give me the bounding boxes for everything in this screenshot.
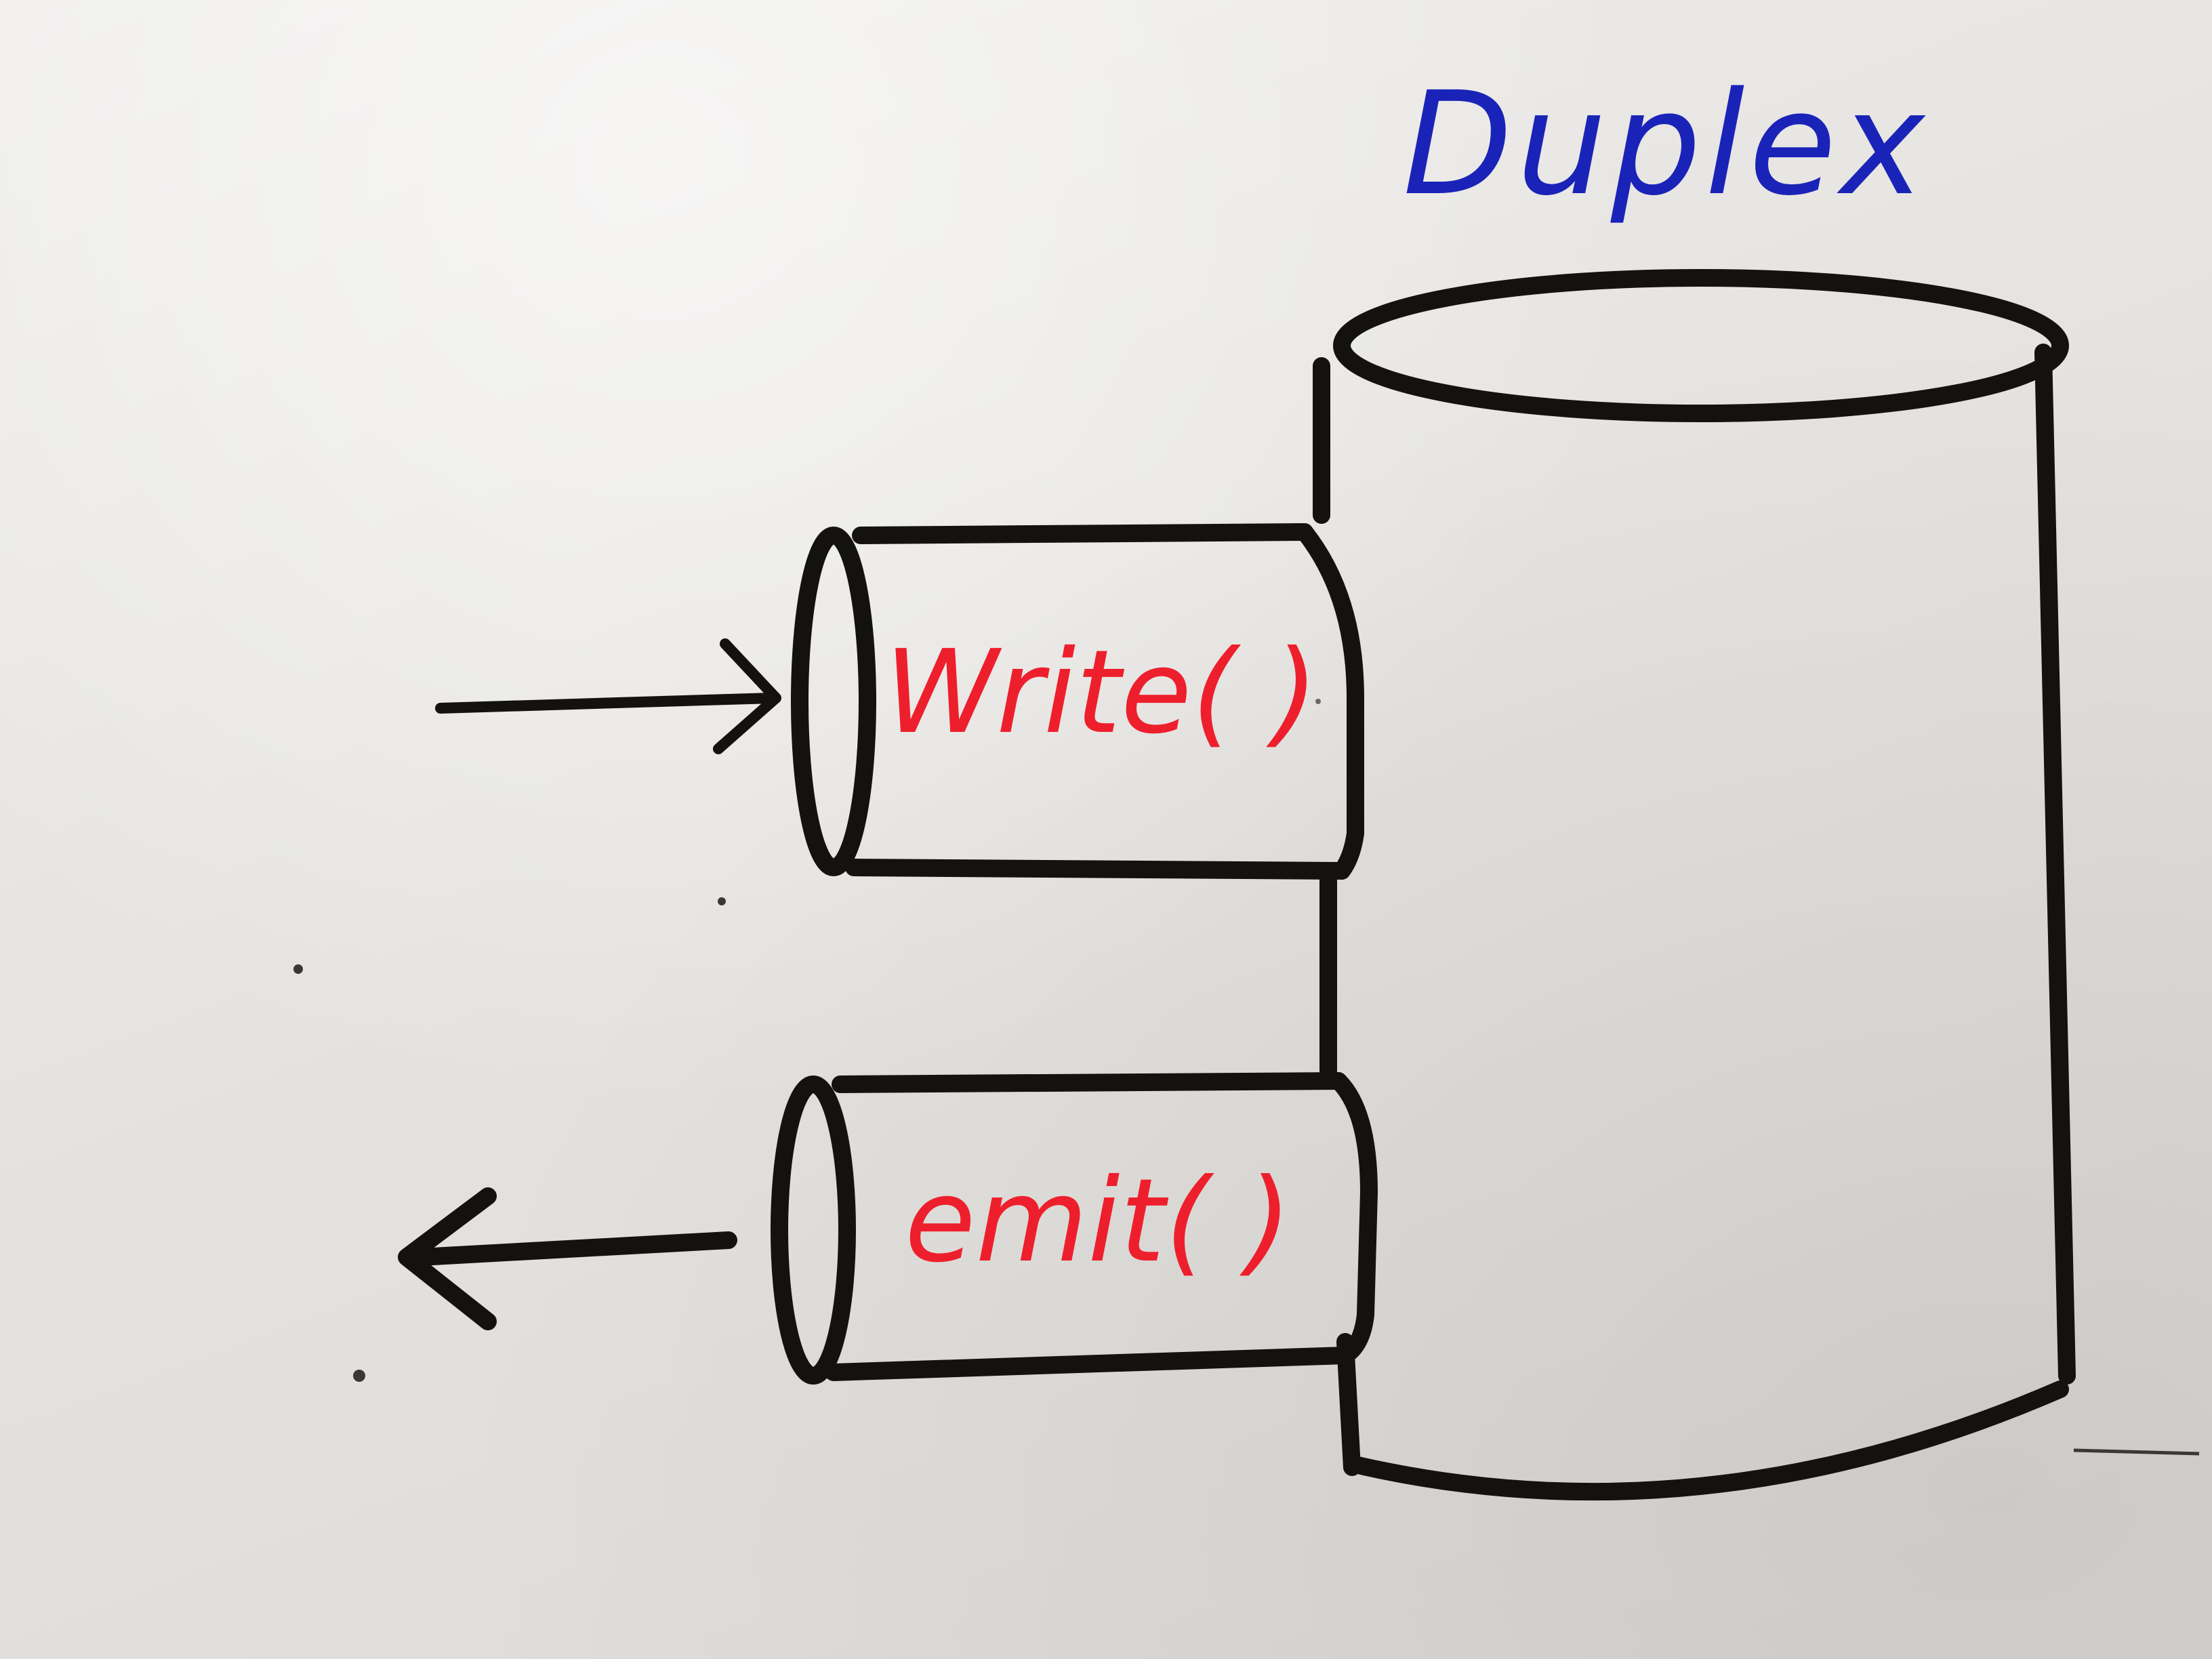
write-channel-top-edge (852, 523, 1313, 544)
duplex-cylinder-right-wall (2034, 344, 2076, 1385)
emit-channel-joint (1330, 1072, 1378, 1364)
emit-channel (771, 1072, 1378, 1385)
write-channel-end-cap (791, 527, 876, 876)
write-channel-bottom-edge (845, 859, 1351, 880)
duplex-title: Duplex (1403, 61, 1929, 227)
emit-channel-top-edge (832, 1072, 1347, 1093)
output-arrow-head (398, 1187, 497, 1330)
write-method-label: Write( ) (884, 626, 1318, 760)
emit-method-label: emit( ) (905, 1154, 1292, 1288)
output-arrow (398, 1187, 737, 1330)
output-arrow-shaft (411, 1231, 737, 1266)
emit-channel-bottom-edge (825, 1347, 1354, 1381)
emit-channel-end-cap (771, 1076, 856, 1385)
speck (353, 1370, 365, 1382)
input-arrow-shaft (435, 693, 778, 714)
speck (1315, 699, 1321, 704)
duplex-cylinder-bottom (1343, 1380, 2069, 1501)
write-channel (791, 523, 1364, 880)
board-specks (293, 699, 2200, 1456)
input-arrow (435, 638, 781, 754)
write-channel-joint (1296, 523, 1364, 880)
input-arrow-head (713, 638, 781, 754)
duplex-cylinder (1313, 269, 2076, 1501)
speck-line (2073, 1448, 2200, 1456)
speck (718, 897, 726, 905)
duplex-cylinder-top (1333, 269, 2069, 422)
speck (293, 964, 303, 974)
